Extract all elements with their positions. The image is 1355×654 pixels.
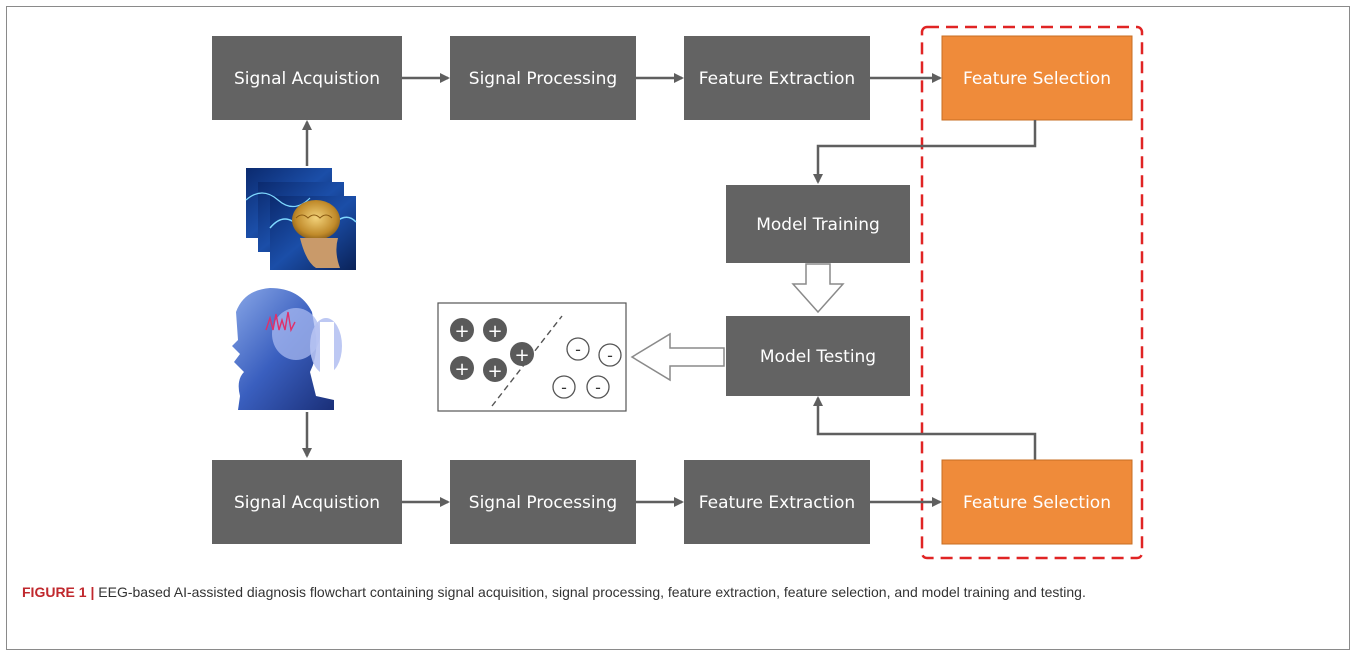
svg-text:+: + [487,361,502,382]
top-feature-extraction-node: Feature Extraction [684,36,870,120]
svg-text:+: + [454,321,469,342]
model-testing-node: Model Testing [726,316,910,396]
bottom-signal-processing-label: Signal Processing [469,493,617,513]
bottom-feature-extraction-node: Feature Extraction [684,460,870,544]
figure-caption-text: EEG-based AI-assisted diagnosis flowchar… [98,584,1086,600]
svg-text:-: - [561,378,567,397]
svg-text:-: - [575,340,581,359]
top-feature-extraction-label: Feature Extraction [699,69,855,89]
arrow-selection-to-training [813,120,1037,184]
head-scan-icon [232,288,342,410]
bottom-feature-extraction-label: Feature Extraction [699,493,855,513]
bottom-signal-acquisition-label: Signal Acquistion [234,493,380,513]
figure-caption-label: FIGURE 1 | [22,584,95,600]
flowchart: Signal Acquistion Signal Processing Feat… [212,25,1144,560]
model-training-label: Model Training [756,215,880,235]
bottom-feature-selection-node: Feature Selection [941,459,1133,545]
model-training-node: Model Training [726,185,910,263]
eeg-brain-stack-icon [245,168,357,270]
svg-text:-: - [595,378,601,397]
top-signal-acquisition-node: Signal Acquistion [212,36,402,120]
negative-samples: - - - - [552,337,622,399]
top-signal-acquisition-label: Signal Acquistion [234,69,380,89]
top-signal-processing-label: Signal Processing [469,69,617,89]
hollow-arrow-testing-to-classifier [630,332,725,382]
svg-text:-: - [607,346,613,365]
figure-caption: FIGURE 1 | EEG-based AI-assisted diagnos… [22,582,1332,602]
bottom-feature-selection-label: Feature Selection [963,493,1111,513]
svg-text:+: + [454,359,469,380]
arrow-bottom-selection-to-testing [813,396,1037,460]
top-feature-selection-node: Feature Selection [941,35,1133,121]
feature-selection-highlight-frame [920,25,1144,560]
bottom-signal-acquisition-node: Signal Acquistion [212,460,402,544]
svg-text:+: + [514,345,529,366]
positive-samples: + + + + + [450,318,534,382]
bottom-signal-processing-node: Signal Processing [450,460,636,544]
classifier-panel: + + + + + - - - - [437,302,627,412]
top-feature-selection-label: Feature Selection [963,69,1111,89]
svg-text:+: + [487,321,502,342]
top-signal-processing-node: Signal Processing [450,36,636,120]
model-testing-label: Model Testing [760,347,876,367]
decision-boundary-line [491,315,563,407]
hollow-arrow-training-to-testing [791,263,845,314]
